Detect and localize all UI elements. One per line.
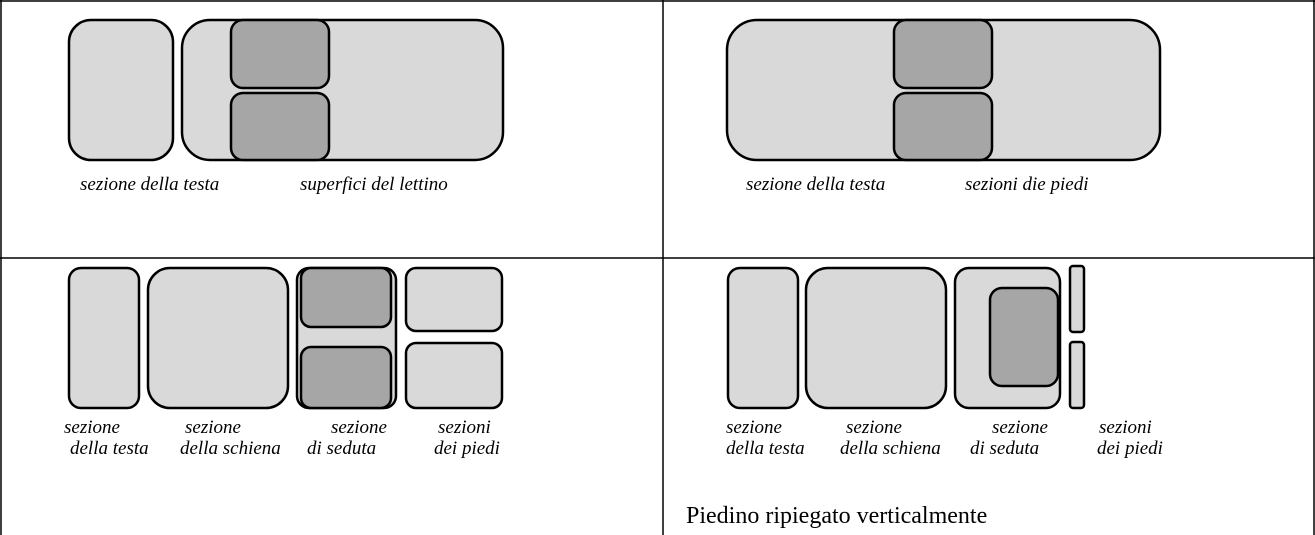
highlight-upper-shape (892, 18, 994, 90)
label-seat-section: sezione di seduta (970, 417, 1048, 459)
back-section-shape (804, 266, 948, 410)
label-line-2: di seduta (307, 438, 377, 459)
label-line-1: sezione (992, 417, 1048, 438)
highlight-lower-shape (892, 91, 994, 162)
highlight-upper-shape (229, 18, 331, 90)
panel-bottom-left: sezione della testa sezione della schien… (0, 258, 663, 535)
head-section-shape (726, 266, 800, 410)
head-section-shape (67, 266, 141, 410)
label-seat-section: sezione di seduta (307, 417, 387, 459)
label-line-1: sezione (185, 417, 241, 438)
panel-bottom-right: sezione della testa sezione della schien… (663, 258, 1315, 535)
label-back-section: sezione della schiena (840, 417, 941, 459)
highlight-lower-shape (299, 345, 393, 410)
label-line-2: della testa (726, 438, 805, 459)
label-line-1: sezione (331, 417, 387, 438)
label-feet-sections: sezioni dei piedi (1097, 417, 1163, 459)
head-section-shape (67, 18, 175, 162)
back-section-shape (146, 266, 290, 410)
label-head-section: sezione della testa (64, 417, 149, 459)
feet-upper-shape (404, 266, 504, 333)
label-head-section: sezione della testa (746, 174, 886, 195)
top-left-drawing (67, 18, 505, 162)
label-line-2: della testa (70, 438, 149, 459)
bottom-left-drawing (67, 266, 504, 410)
label-back-section: sezione della schiena (180, 417, 281, 459)
panel-top-left: sezione della testa superfici del lettin… (0, 0, 663, 258)
label-feet-sections: sezioni die piedi (965, 174, 1089, 195)
label-line-1: sezioni (1099, 417, 1152, 438)
top-right-drawing (725, 18, 1162, 162)
label-line-2: della schiena (180, 438, 281, 459)
feet-upper-folded-shape (1068, 264, 1086, 334)
label-line-1: sezione (726, 417, 782, 438)
panel-top-right: sezione della testa sezioni die piedi (663, 0, 1315, 258)
label-line-2: dei piedi (1097, 438, 1163, 459)
label-couch-surfaces: superfici del lettino (300, 174, 448, 195)
folded-foot-note: Piedino ripiegato verticalmente (686, 503, 988, 529)
feet-lower-folded-shape (1068, 340, 1086, 410)
feet-lower-shape (404, 341, 504, 410)
label-line-2: dei piedi (434, 438, 500, 459)
highlight-upper-shape (299, 266, 393, 329)
highlight-folded-shape (988, 286, 1060, 388)
label-line-2: della schiena (840, 438, 941, 459)
label-head-section: sezione della testa (80, 174, 220, 195)
label-line-1: sezione (64, 417, 120, 438)
highlight-lower-shape (229, 91, 331, 162)
bottom-right-drawing (726, 264, 1086, 410)
label-line-2: di seduta (970, 438, 1040, 459)
label-line-1: sezioni (438, 417, 491, 438)
label-feet-sections: sezioni dei piedi (434, 417, 500, 459)
label-head-section: sezione della testa (726, 417, 805, 459)
label-line-1: sezione (846, 417, 902, 438)
